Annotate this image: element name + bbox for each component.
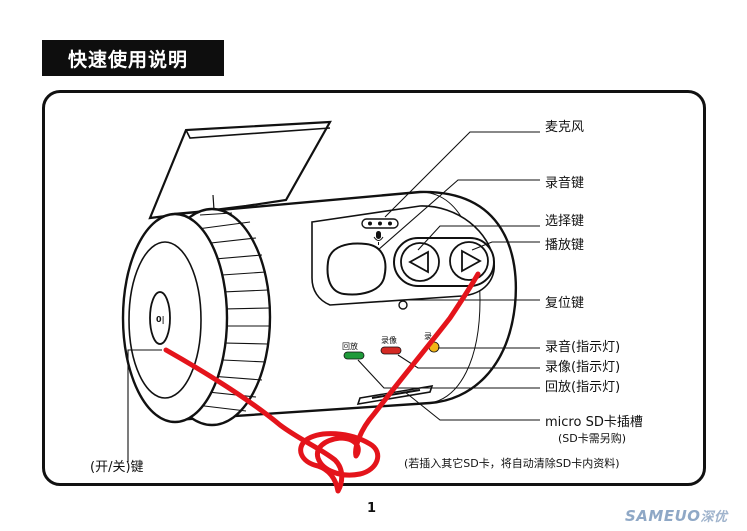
record-video-led xyxy=(380,346,402,355)
page-number: 1 xyxy=(367,501,377,516)
svg-text:回放: 回放 xyxy=(342,341,358,351)
select-button xyxy=(400,242,440,282)
play-button xyxy=(449,241,489,281)
callout-select-key: 选择键 xyxy=(545,214,585,229)
svg-text:录: 录 xyxy=(424,332,432,341)
page-title: 快速使用说明 xyxy=(42,40,224,76)
callout-playback-led: 回放(指示灯) xyxy=(545,380,621,395)
callout-sd-slot: micro SD卡插槽 xyxy=(545,415,643,430)
mic-icon xyxy=(373,231,384,245)
red-annotation xyxy=(163,271,481,494)
callout-record-audio-led: 录音(指示灯) xyxy=(545,340,621,355)
callout-record-audio-key: 录音键 xyxy=(545,176,585,191)
svg-text:录像: 录像 xyxy=(381,335,397,345)
record-audio-button xyxy=(326,242,387,296)
callout-reset-key: 复位键 xyxy=(545,296,585,311)
callout-record-video-led: 录像(指示灯) xyxy=(545,360,621,375)
watermark-logo: SAMEUO深优 xyxy=(625,507,728,525)
callout-mic: 麦克风 xyxy=(545,120,585,135)
svg-text:0|: 0| xyxy=(156,315,165,324)
reset-hole xyxy=(398,300,408,310)
callout-power-key: (开/关)键 xyxy=(90,460,144,475)
playback-led xyxy=(343,351,365,360)
sd-warning-note: (若插入其它SD卡，将自动清除SD卡内资料) xyxy=(404,457,620,470)
diagram-frame xyxy=(42,90,706,486)
callout-sd-note: (SD卡需另购) xyxy=(558,432,627,445)
callout-play-key: 播放键 xyxy=(545,238,585,253)
